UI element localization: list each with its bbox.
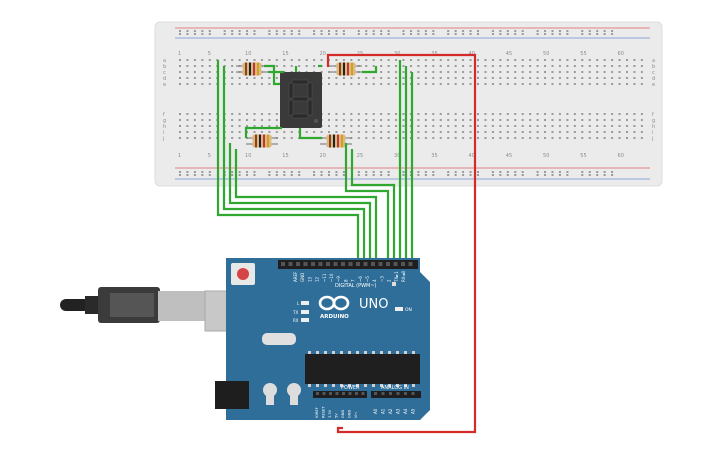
col-number-bottom: 35	[431, 153, 437, 159]
analog-pin-label: A3	[396, 408, 401, 414]
row-letter-left: e	[163, 82, 166, 88]
col-number-bottom: 60	[618, 153, 624, 159]
row-letter-left: a	[163, 58, 166, 64]
col-number-bottom: 1	[178, 153, 181, 159]
usb-cable[interactable]	[60, 287, 238, 332]
digital-header	[278, 260, 418, 269]
digital-pin-label: ~3	[379, 276, 384, 282]
col-number-top: 5	[208, 51, 211, 57]
col-number-top: 55	[580, 51, 586, 57]
digital-pin-label: 12	[315, 276, 320, 282]
col-number-bottom: 50	[543, 153, 549, 159]
col-number-top: 45	[506, 51, 512, 57]
tx-label: TX	[292, 310, 298, 315]
analog-pin-label: A4	[403, 408, 408, 414]
col-number-top: 60	[618, 51, 624, 57]
power-jack	[215, 381, 249, 409]
power-pin-label: RESET	[322, 406, 326, 418]
col-number-bottom: 30	[394, 153, 400, 159]
digital-pin-label: GND	[300, 273, 305, 282]
red-wire[interactable]	[326, 53, 477, 434]
row-letter-right: i	[652, 130, 653, 136]
power-pin-label: Vin	[354, 412, 358, 418]
row-letter-left: d	[163, 76, 166, 82]
analog-label: ANALOG IN	[381, 385, 409, 391]
power-pin-label: IOREF	[315, 407, 319, 418]
row-letter-right: g	[652, 118, 655, 124]
on-label: ON	[405, 307, 412, 313]
col-number-bottom: 15	[282, 153, 288, 159]
row-letter-left: i	[163, 130, 164, 136]
power-pin-label: 3.3V	[328, 409, 332, 418]
rx-label: RX	[293, 318, 299, 323]
resistor-group[interactable]	[236, 62, 362, 148]
power-pin-label: GND	[348, 410, 352, 418]
arduino-logo-text: ARDUINO	[320, 314, 349, 320]
row-letter-right: c	[652, 70, 655, 76]
col-number-bottom: 55	[580, 153, 586, 159]
row-letter-left: b	[163, 64, 166, 70]
digital-pin-label: 7	[351, 279, 356, 282]
power-label: POWER	[341, 385, 360, 391]
row-letter-left: g	[163, 118, 166, 124]
microcontroller-chip	[305, 354, 420, 384]
digital-pin-label: ~6	[358, 276, 363, 282]
reset-button[interactable]	[237, 268, 249, 280]
col-number-top: 20	[320, 51, 326, 57]
col-number-bottom: 25	[357, 153, 363, 159]
digital-pin-label: ~9	[336, 276, 341, 282]
row-letter-right: d	[652, 76, 655, 82]
row-letter-left: c	[163, 70, 166, 76]
analog-pin-label: A5	[411, 408, 416, 414]
digital-pin-label: 13	[307, 276, 312, 282]
col-number-top: 10	[245, 51, 251, 57]
digital-pin-label: ~11	[322, 273, 327, 282]
row-letter-right: e	[652, 82, 655, 88]
row-letter-left: j	[162, 136, 164, 142]
arduino-logo: ARDUINO	[318, 295, 350, 320]
digital-pin-label: ~5	[365, 276, 370, 282]
row-letter-right: j	[651, 136, 653, 142]
col-number-bottom: 5	[208, 153, 211, 159]
l-label: L	[297, 301, 300, 306]
digital-pin-label: 4	[372, 279, 377, 282]
col-number-top: 15	[282, 51, 288, 57]
col-number-bottom: 10	[245, 153, 251, 159]
col-number-top: 50	[543, 51, 549, 57]
analog-pin-label: A1	[381, 408, 386, 414]
digital-label: DIGITAL (PWM~)	[335, 283, 377, 289]
row-letter-right: b	[652, 64, 655, 70]
row-letter-right: a	[652, 58, 655, 64]
uno-label: UNO	[359, 297, 388, 312]
row-letter-left: h	[163, 124, 166, 130]
col-number-top: 1	[178, 51, 181, 57]
green-wires[interactable]	[216, 60, 414, 258]
col-number-bottom: 20	[320, 153, 326, 159]
analog-pin-label: A0	[373, 408, 378, 414]
row-letter-right: h	[652, 124, 655, 130]
digital-pin-label: RX◄0	[401, 270, 406, 282]
digital-pin-label: 2	[387, 279, 392, 282]
digital-pin-label: ~10	[329, 273, 334, 282]
digital-pin-label: TX►1	[394, 271, 399, 283]
row-letter-right: f	[652, 112, 654, 118]
power-pin-label: 5V	[335, 413, 339, 418]
digital-pin-label: AREF	[293, 271, 298, 282]
analog-pin-label: A2	[388, 408, 393, 414]
seven-segment-display[interactable]	[280, 72, 322, 128]
col-number-bottom: 40	[469, 153, 475, 159]
row-letter-left: f	[163, 112, 165, 118]
digital-pin-label: 8	[343, 279, 348, 282]
power-pin-label: GND	[341, 410, 345, 418]
col-number-bottom: 45	[506, 153, 512, 159]
